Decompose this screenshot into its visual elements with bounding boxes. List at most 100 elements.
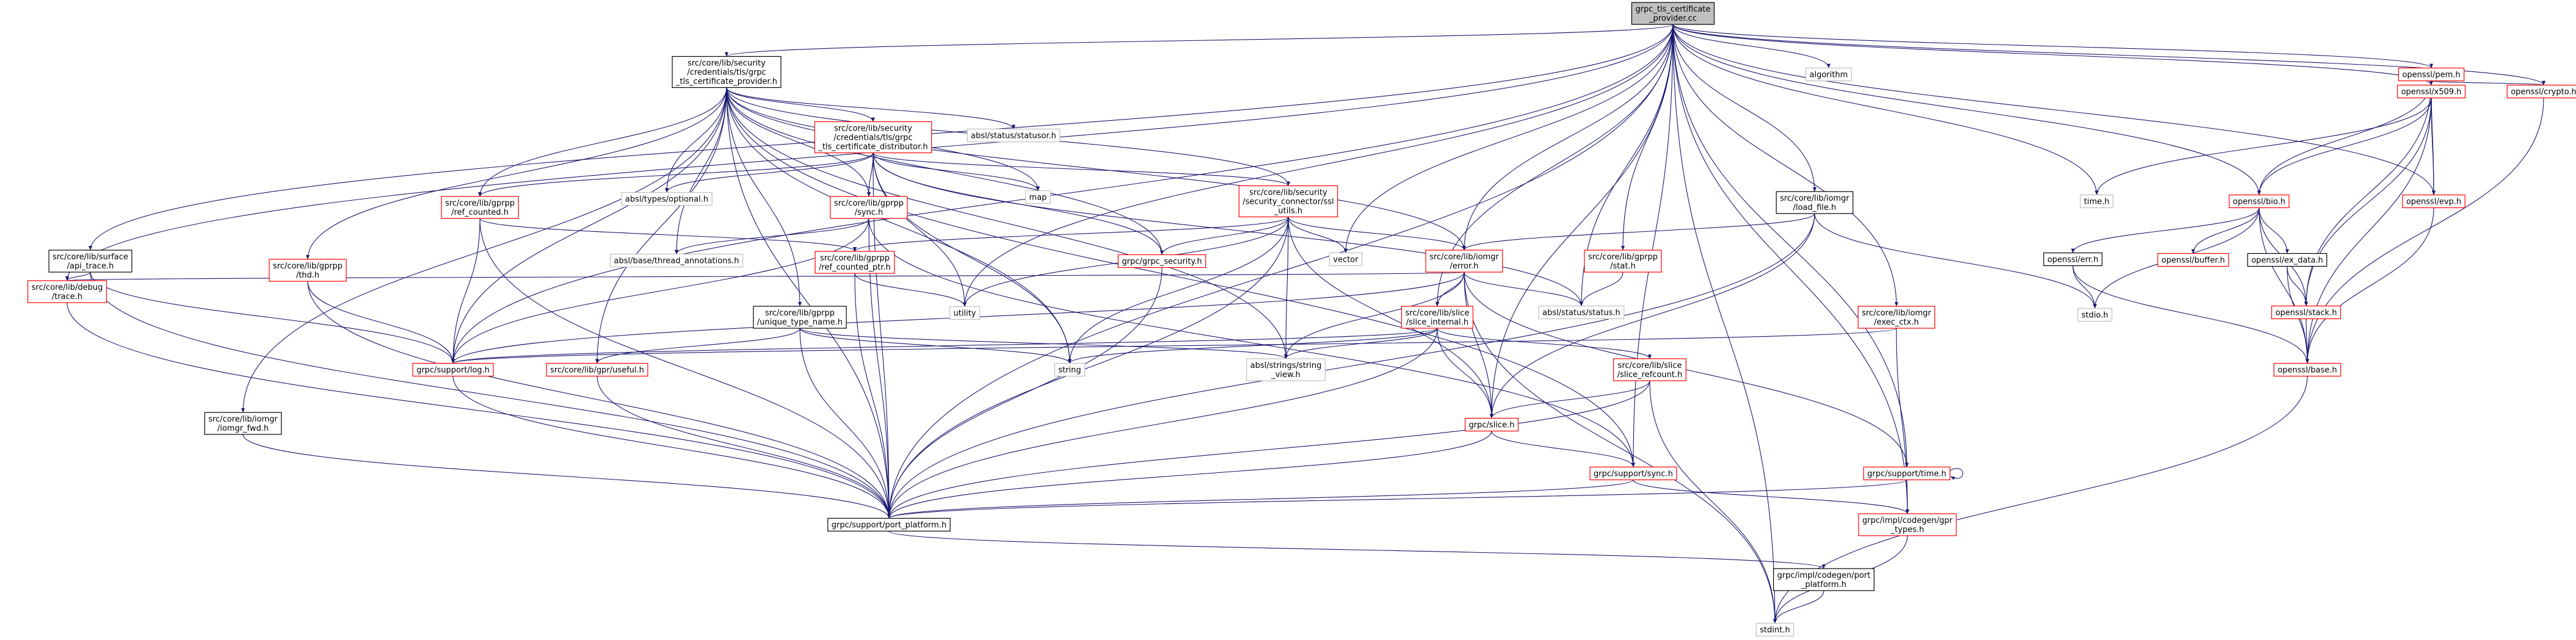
node-string[interactable]: string bbox=[1054, 362, 1086, 377]
node-box bbox=[827, 517, 951, 532]
node-crypto[interactable]: openssl/crypto.h bbox=[2506, 84, 2576, 99]
node-label: absl/strings/string bbox=[1250, 361, 1322, 370]
edge-root-to-gprpp-stat bbox=[1620, 24, 1674, 251]
node-vector[interactable]: vector bbox=[1329, 252, 1363, 267]
node-pem[interactable]: openssl/pem.h bbox=[2398, 67, 2465, 82]
edge-slice-refcount-to-stdint bbox=[1649, 380, 1777, 624]
node-slice-refcount[interactable]: src/core/lib/slice/slice_refcount.h bbox=[1613, 358, 1686, 381]
edge-gprpp-sync-to-log bbox=[451, 218, 869, 364]
node-buffer[interactable]: openssl/buffer.h bbox=[2157, 253, 2229, 267]
node-optional[interactable]: absl/types/optional.h bbox=[621, 192, 713, 206]
node-useful[interactable]: src/core/lib/gpr/useful.h bbox=[546, 362, 648, 377]
node-ssl-utils[interactable]: src/core/lib/security/security_connector… bbox=[1238, 185, 1338, 218]
node-box bbox=[1025, 190, 1051, 204]
edge-api-trace-to-debug-trace bbox=[65, 271, 91, 281]
node-slice-internal[interactable]: src/core/lib/slice/slice_internal.h bbox=[1401, 306, 1474, 329]
node-iomgr-fwd[interactable]: src/core/lib/iomgr/iomgr_fwd.h bbox=[204, 412, 282, 435]
node-label: openssl/buffer.h bbox=[2161, 256, 2225, 265]
node-box bbox=[1773, 568, 1874, 591]
edge-thd-to-log bbox=[307, 281, 455, 364]
node-box bbox=[949, 306, 981, 320]
node-ex-data[interactable]: openssl/ex_data.h bbox=[2247, 253, 2327, 267]
edge-root-to-support-sync bbox=[1631, 24, 1674, 467]
node-gprpp-stat[interactable]: src/core/lib/gprpp/stat.h bbox=[1584, 250, 1662, 273]
edge-support-sync-to-port-platform bbox=[887, 480, 1634, 519]
node-box bbox=[1329, 252, 1363, 267]
node-box bbox=[1117, 254, 1206, 268]
node-support-sync[interactable]: grpc/support/sync.h bbox=[1589, 466, 1677, 481]
node-tls-provider[interactable]: src/core/lib/security/credentials/tls/gr… bbox=[672, 56, 782, 88]
node-ref-counted[interactable]: src/core/lib/gprpp/ref_counted.h bbox=[441, 196, 519, 219]
node-gpr-types[interactable]: grpc/impl/codegen/gpr_types.h bbox=[1858, 513, 1957, 536]
edge-tls-provider-to-statusor bbox=[726, 87, 1015, 129]
node-box bbox=[814, 121, 932, 154]
node-statusor[interactable]: absl/status/statusor.h bbox=[967, 128, 1061, 143]
node-label: src/core/lib/iomgr bbox=[208, 415, 278, 424]
node-box bbox=[1054, 362, 1086, 377]
edge-tls-provider-to-log bbox=[451, 87, 727, 364]
node-label: _tls_certificate_distributor.h bbox=[818, 143, 927, 152]
edge-exec-ctx-to-gpr-types bbox=[1896, 328, 1910, 514]
node-grpc-slice[interactable]: grpc/slice.h bbox=[1464, 417, 1519, 432]
node-stack[interactable]: openssl/stack.h bbox=[2271, 305, 2342, 320]
node-root[interactable]: grpc_tls_certificate_provider.cc bbox=[1631, 2, 1715, 25]
node-label: string bbox=[1058, 366, 1081, 375]
node-ref-counted-ptr[interactable]: src/core/lib/gprpp/ref_counted_ptr.h bbox=[815, 251, 895, 274]
node-box bbox=[1401, 306, 1474, 329]
node-x509[interactable]: openssl/x509.h bbox=[2396, 84, 2466, 99]
edge-load-file-to-port-platform bbox=[887, 213, 1815, 519]
node-layer: grpc_tls_certificate_provider.cc src/core… bbox=[27, 2, 2576, 637]
node-api-trace[interactable]: src/core/lib/surface/api_trace.h bbox=[48, 250, 132, 273]
node-thd[interactable]: src/core/lib/gprpp/thd.h bbox=[269, 259, 347, 282]
edge-distributor-to-gprpp-sync bbox=[866, 153, 874, 197]
edge-root-to-port-platform bbox=[887, 24, 1674, 519]
node-label: src/core/lib/gpr/useful.h bbox=[550, 366, 644, 375]
node-grpc-security[interactable]: grpc/grpc_security.h bbox=[1117, 254, 1206, 268]
node-err[interactable]: openssl/err.h bbox=[2043, 252, 2103, 267]
node-exec-ctx[interactable]: src/core/lib/iomgr/exec_ctx.h bbox=[1857, 306, 1936, 329]
node-string-view[interactable]: absl/strings/string_view.h bbox=[1246, 358, 1326, 381]
node-time-h[interactable]: time.h bbox=[2080, 194, 2114, 209]
node-box bbox=[967, 128, 1061, 143]
edge-distributor-to-port-platform bbox=[873, 153, 891, 519]
edge-unique-type-to-string-view bbox=[799, 328, 1288, 359]
node-box bbox=[609, 253, 744, 268]
node-stdio[interactable]: stdio.h bbox=[2077, 307, 2113, 322]
node-debug-trace[interactable]: src/core/lib/debug/trace.h bbox=[27, 280, 107, 303]
node-thread-ann[interactable]: absl/base/thread_annotations.h bbox=[609, 253, 744, 268]
node-map[interactable]: map bbox=[1025, 190, 1051, 204]
node-label: openssl/pem.h bbox=[2402, 71, 2460, 80]
node-algorithm[interactable]: algorithm bbox=[1805, 67, 1852, 82]
node-box bbox=[204, 412, 282, 435]
node-utility[interactable]: utility bbox=[949, 306, 981, 320]
node-port-platform[interactable]: grpc/support/port_platform.h bbox=[827, 517, 951, 532]
node-evp[interactable]: openssl/evp.h bbox=[2402, 194, 2465, 209]
node-bio[interactable]: openssl/bio.h bbox=[2229, 194, 2290, 209]
edge-ref-counted-ptr-to-port-platform bbox=[854, 273, 891, 519]
node-box bbox=[2402, 194, 2465, 209]
node-box bbox=[2229, 194, 2290, 209]
edge-tls-provider-to-iomgr-error bbox=[726, 87, 1467, 251]
node-label: _utils.h bbox=[1274, 207, 1302, 216]
edge-iomgr-error-to-abs-status bbox=[1464, 271, 1584, 306]
edge-bio-to-base bbox=[2259, 207, 2310, 364]
node-gprpp-sync[interactable]: src/core/lib/gprpp/sync.h bbox=[830, 196, 908, 219]
node-box bbox=[753, 306, 847, 329]
node-support-time[interactable]: grpc/support/time.h bbox=[1863, 466, 1951, 481]
node-box bbox=[1857, 306, 1936, 329]
node-unique-type[interactable]: src/core/lib/gprpp/unique_type_name.h bbox=[753, 306, 847, 329]
node-abs-status[interactable]: absl/status/status.h bbox=[1538, 305, 1625, 320]
node-base[interactable]: openssl/base.h bbox=[2273, 362, 2342, 377]
node-log[interactable]: grpc/support/log.h bbox=[412, 362, 494, 377]
node-iomgr-error[interactable]: src/core/lib/iomgr/error.h bbox=[1425, 250, 1503, 273]
node-load-file[interactable]: src/core/lib/iomgr/load_file.h bbox=[1776, 191, 1854, 214]
node-distributor[interactable]: src/core/lib/security/credentials/tls/gr… bbox=[814, 121, 932, 154]
node-box bbox=[2396, 84, 2466, 99]
node-label: src/core/lib/slice bbox=[1406, 309, 1470, 318]
node-label: /slice_refcount.h bbox=[1617, 370, 1683, 379]
edge-x509-to-stack bbox=[2304, 98, 2432, 306]
node-stdint[interactable]: stdint.h bbox=[1755, 622, 1794, 637]
node-label: openssl/err.h bbox=[2047, 256, 2099, 265]
edge-tls-provider-to-distributor bbox=[726, 87, 876, 122]
node-codegen-port[interactable]: grpc/impl/codegen/port_platform.h bbox=[1773, 568, 1874, 591]
